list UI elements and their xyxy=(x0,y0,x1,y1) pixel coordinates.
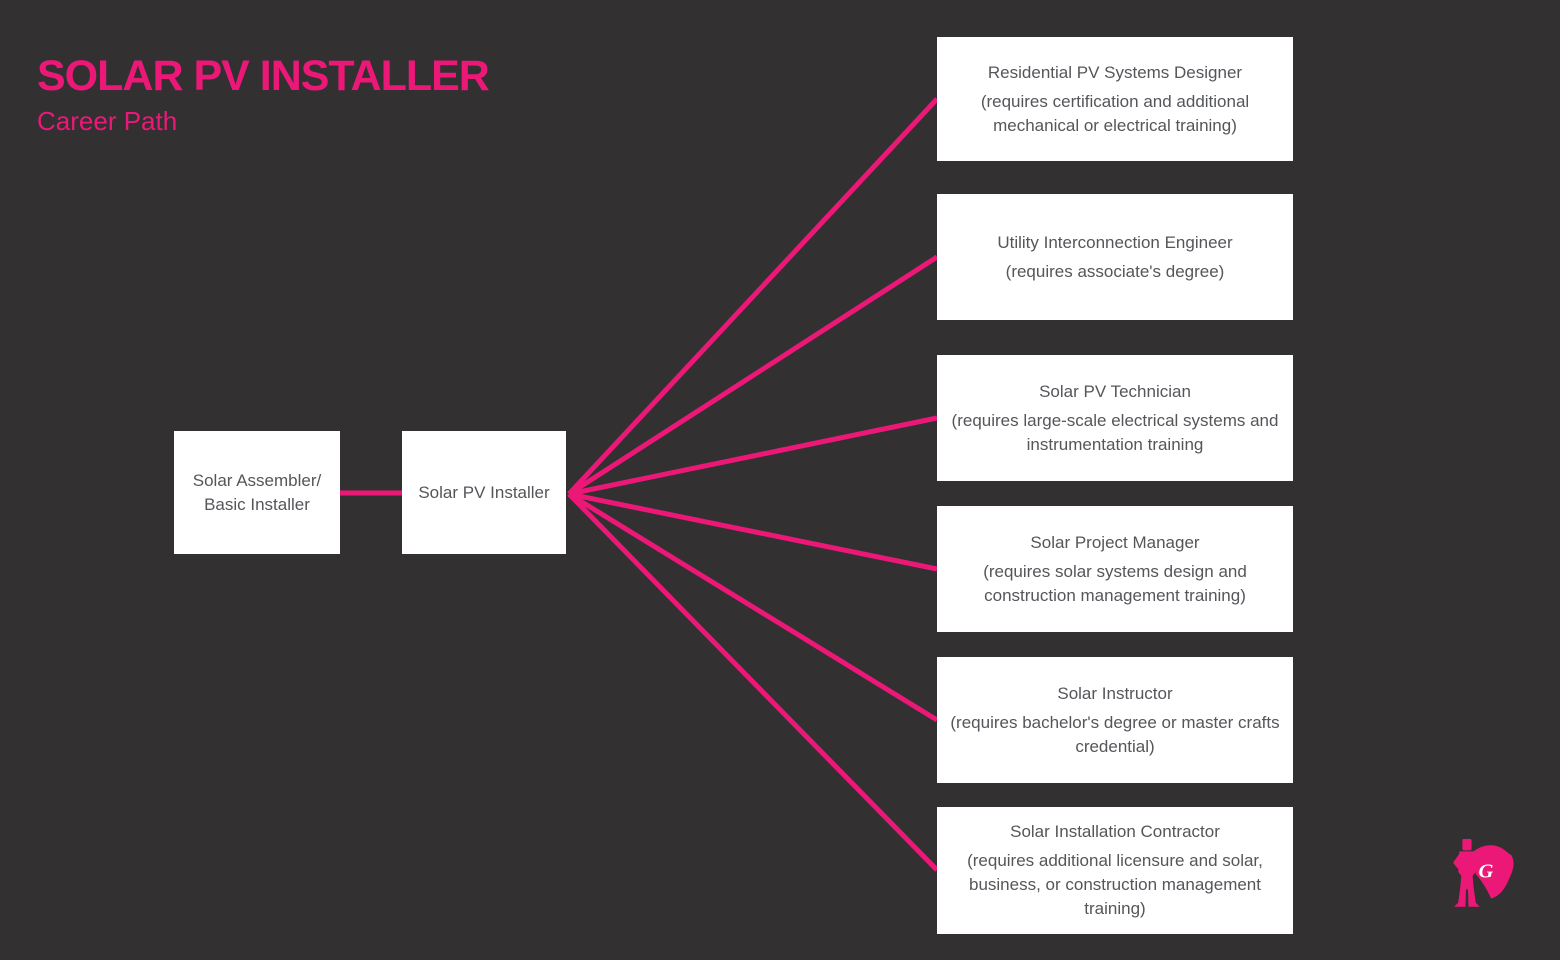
node-label: Solar Assembler/ Basic Installer xyxy=(192,470,322,514)
logo-head xyxy=(1462,839,1472,851)
connector-line xyxy=(568,491,938,572)
career-option-requirement: (requires bachelor's degree or master cr… xyxy=(950,712,1280,756)
career-option-requirement: (requires certification and additional m… xyxy=(980,91,1250,135)
connector-line xyxy=(567,97,939,496)
career-option-requirement: (requires additional licensure and solar… xyxy=(967,851,1263,918)
career-option-requirement: (requires associate's degree) xyxy=(1005,261,1225,281)
career-option-title: Solar PV Technician xyxy=(1039,381,1191,401)
career-option-title: Solar Instructor xyxy=(1057,683,1173,703)
node-label: Solar PV Installer xyxy=(418,482,550,502)
logo-body xyxy=(1454,851,1480,907)
logo-letter: G xyxy=(1479,861,1494,883)
connector-line xyxy=(567,491,939,723)
node-solar-assembler-basic-installer: Solar Assembler/ Basic Installer xyxy=(174,431,340,554)
logo-cape xyxy=(1473,845,1514,899)
node-utility-interconnection-engineer: Utility Interconnection Engineer (requir… xyxy=(937,194,1293,320)
page-subtitle: Career Path xyxy=(37,106,178,136)
connector-line xyxy=(567,492,939,872)
career-option-title: Utility Interconnection Engineer xyxy=(997,232,1233,252)
career-option-title: Residential PV Systems Designer xyxy=(987,62,1243,82)
career-option-requirement: (requires solar systems design and const… xyxy=(983,561,1247,605)
connector-line xyxy=(568,415,938,497)
header: SOLAR PV INSTALLER Career Path xyxy=(37,52,490,136)
node-solar-pv-installer: Solar PV Installer xyxy=(402,431,566,554)
node-residential-pv-systems-designer: Residential PV Systems Designer (require… xyxy=(937,37,1293,161)
career-option-title: Solar Installation Contractor xyxy=(1010,822,1220,841)
career-option-requirement: (requires large-scale electrical systems… xyxy=(951,410,1279,454)
node-solar-project-manager: Solar Project Manager (requires solar sy… xyxy=(937,506,1293,632)
logo-arm-left xyxy=(1453,852,1465,873)
career-option-title: Solar Project Manager xyxy=(1030,532,1200,552)
node-solar-pv-technician: Solar PV Technician (requires large-scal… xyxy=(937,355,1293,481)
page-title: SOLAR PV INSTALLER xyxy=(37,52,490,100)
node-solar-installation-contractor: Solar Installation Contractor (requires … xyxy=(937,807,1293,934)
node-solar-instructor: Solar Instructor (requires bachelor's de… xyxy=(937,657,1293,783)
superhero-logo-icon: G xyxy=(1453,839,1514,907)
connector-line xyxy=(567,254,939,497)
